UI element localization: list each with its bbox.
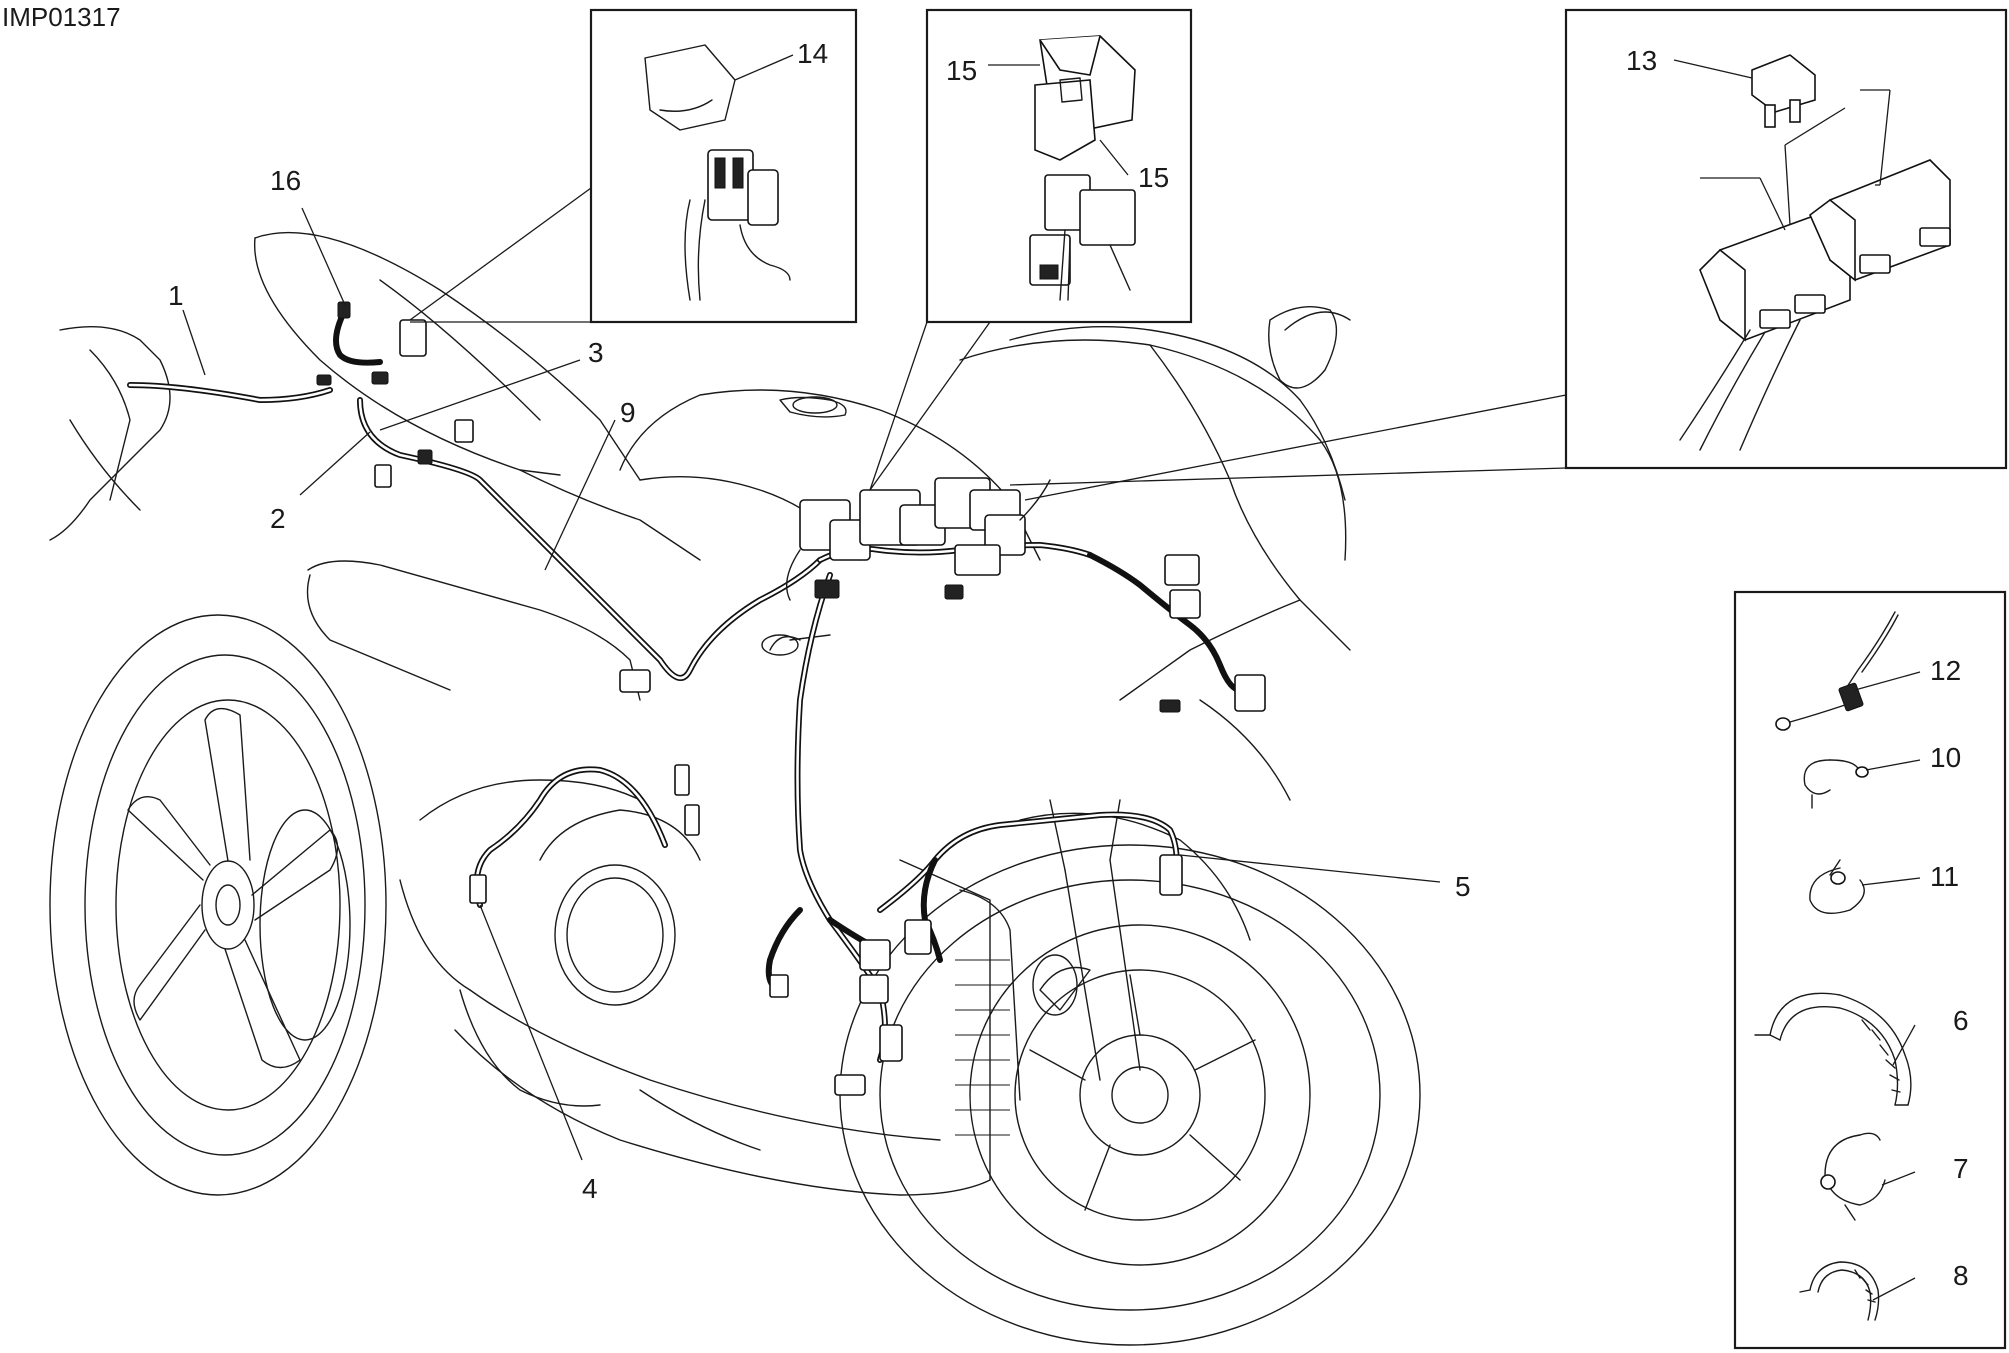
callout-15b: 15 <box>1138 162 1169 193</box>
drawing-code: IMP01317 <box>2 2 121 32</box>
callout-2: 2 <box>270 503 286 534</box>
callout-8: 8 <box>1953 1260 1969 1291</box>
callout-15a: 15 <box>946 55 977 86</box>
callout-leaders <box>182 54 1921 1301</box>
radiator-grille <box>955 959 1010 1136</box>
callout-1: 1 <box>168 280 184 311</box>
motorcycle-outline <box>49 232 1421 1346</box>
callout-14: 14 <box>797 38 828 69</box>
callout-6: 6 <box>1953 1005 1969 1036</box>
callout-3: 3 <box>588 337 604 368</box>
detail-box-13 <box>1009 8 2008 501</box>
callout-labels: 1 2 3 4 5 6 7 8 9 10 11 12 13 14 15 15 1… <box>168 38 1969 1291</box>
callout-7: 7 <box>1953 1153 1969 1184</box>
callout-10: 10 <box>1930 742 1961 773</box>
fuse-relay-cluster <box>786 477 1051 601</box>
callout-13: 13 <box>1626 45 1657 76</box>
callout-5: 5 <box>1455 871 1471 902</box>
main-wiring-harness <box>127 307 1243 1063</box>
rear-wheel <box>49 614 387 1196</box>
accessory-box <box>1733 590 2007 1350</box>
callout-11: 11 <box>1930 861 1959 892</box>
detail-box-15 <box>869 8 1193 491</box>
callout-4: 4 <box>582 1173 598 1204</box>
callout-9: 9 <box>620 397 636 428</box>
detail-box-14 <box>409 8 858 324</box>
callout-12: 12 <box>1930 655 1961 686</box>
callout-16: 16 <box>270 165 301 196</box>
front-wheel <box>839 844 1421 1346</box>
harness-connectors <box>316 301 1266 1096</box>
